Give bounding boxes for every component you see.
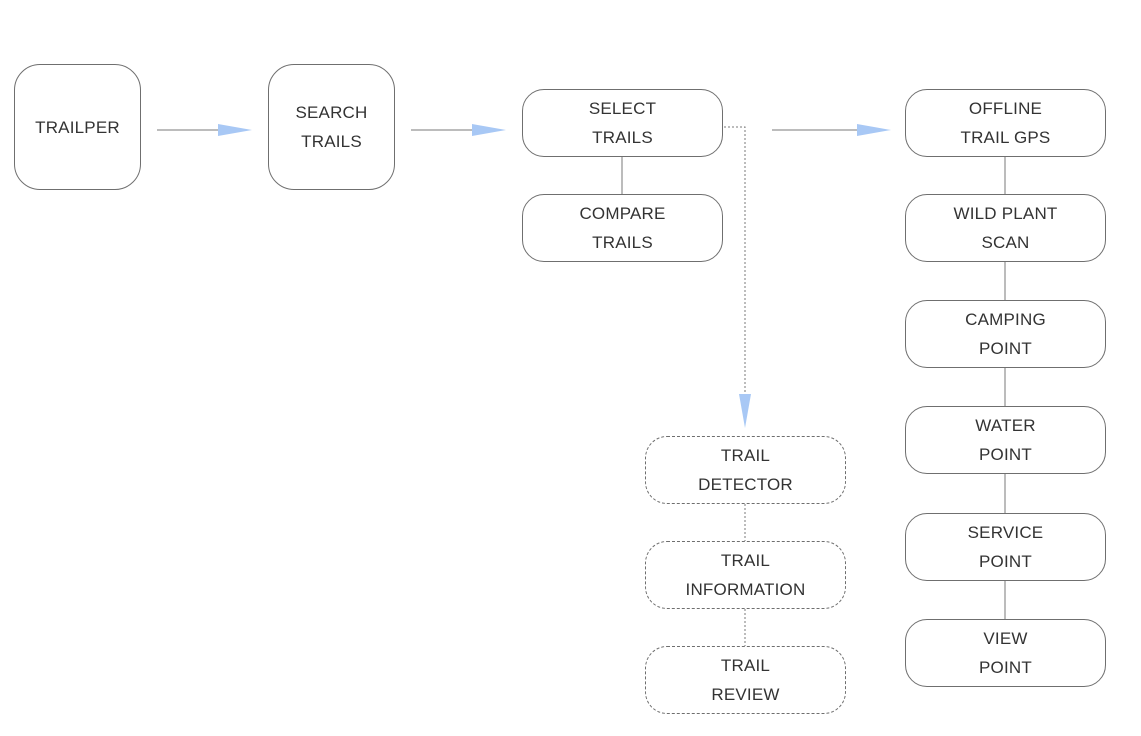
node-search-trails-line-2: TRAILS [301, 132, 362, 151]
node-select-trails: SELECT TRAILS [522, 89, 723, 157]
node-camping-point-line-1: CAMPING [965, 310, 1046, 329]
node-water-point: WATER POINT [905, 406, 1106, 474]
node-search-trails-line-1: SEARCH [295, 103, 368, 122]
arrowhead-select-to-offline [857, 124, 891, 136]
node-compare-trails-line-1: COMPARE [579, 204, 666, 223]
node-service-point-line-1: SERVICE [967, 523, 1044, 542]
node-water-point-line-1: WATER [975, 416, 1036, 435]
node-search-trails: SEARCH TRAILS [268, 64, 395, 190]
node-trail-information: TRAIL INFORMATION [645, 541, 846, 609]
node-water-point-line-2: POINT [979, 445, 1032, 464]
arrowhead-search-to-select [472, 124, 506, 136]
node-compare-trails-line-2: TRAILS [592, 233, 653, 252]
node-trail-detector: TRAIL DETECTOR [645, 436, 846, 504]
node-select-trails-line-2: TRAILS [592, 128, 653, 147]
node-compare-trails: COMPARE TRAILS [522, 194, 723, 262]
node-offline-trail-gps-line-1: OFFLINE [968, 99, 1043, 118]
arrowhead-trailper-to-search [218, 124, 252, 136]
node-trailper-line-1: TRAILPER [35, 117, 120, 137]
node-trail-review-line-1: TRAIL [720, 656, 771, 675]
arrowhead-select-to-detector [739, 394, 751, 428]
node-offline-trail-gps: OFFLINE TRAIL GPS [905, 89, 1106, 157]
node-wild-plant-scan: WILD PLANT SCAN [905, 194, 1106, 262]
node-wild-plant-scan-line-1: WILD PLANT [953, 204, 1058, 223]
node-trail-information-line-1: TRAIL [720, 551, 771, 570]
node-trail-detector-line-1: TRAIL [720, 446, 771, 465]
node-view-point-line-1: VIEW [983, 629, 1028, 648]
node-trail-detector-line-2: DETECTOR [698, 475, 793, 494]
node-trail-review: TRAIL REVIEW [645, 646, 846, 714]
node-trail-review-line-2: REVIEW [711, 685, 780, 704]
node-select-trails-line-1: SELECT [588, 99, 657, 118]
node-offline-trail-gps-line-2: TRAIL GPS [960, 128, 1051, 147]
node-service-point: SERVICE POINT [905, 513, 1106, 581]
node-wild-plant-scan-line-2: SCAN [981, 233, 1030, 252]
connector-select-to-detector [724, 126, 746, 398]
node-service-point-line-2: POINT [979, 552, 1032, 571]
node-trailper: TRAILPER [14, 64, 141, 190]
node-trail-information-line-2: INFORMATION [685, 580, 806, 599]
node-camping-point-line-2: POINT [979, 339, 1032, 358]
node-view-point: VIEW POINT [905, 619, 1106, 687]
node-view-point-line-2: POINT [979, 658, 1032, 677]
node-camping-point: CAMPING POINT [905, 300, 1106, 368]
